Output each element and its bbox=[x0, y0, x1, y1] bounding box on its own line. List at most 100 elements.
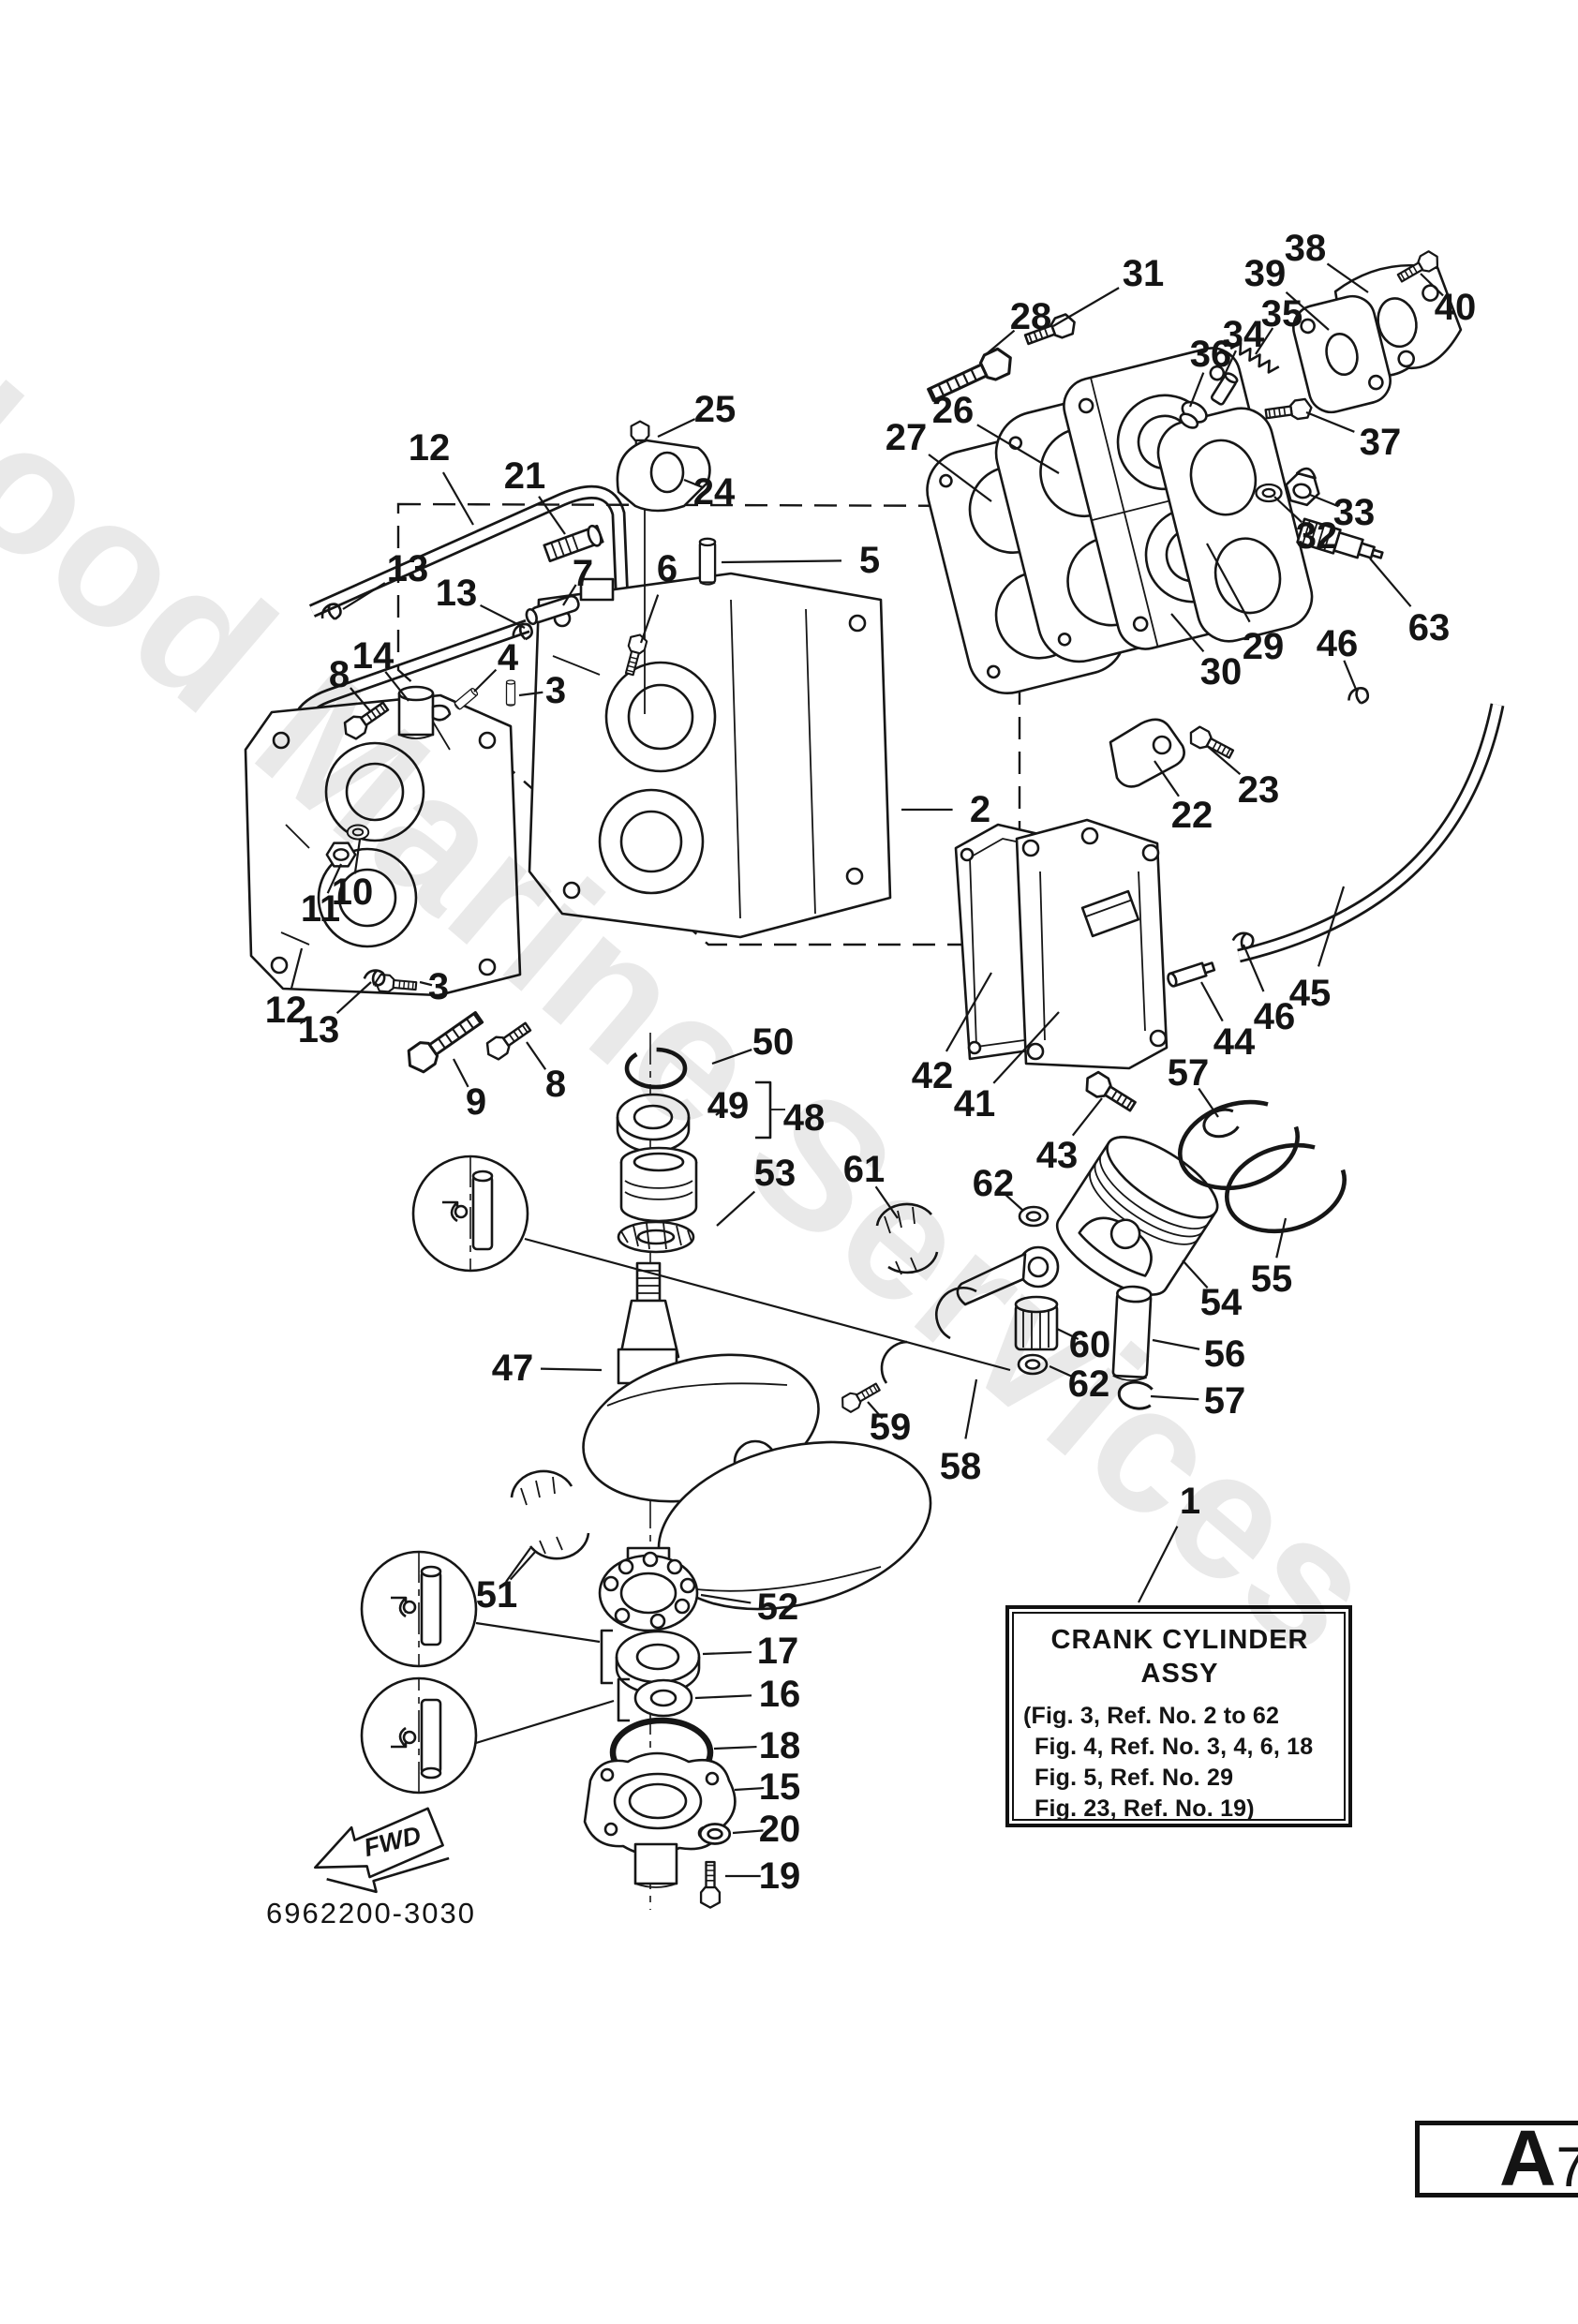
detail-circle-clip-mid bbox=[360, 1549, 478, 1669]
leader-26 bbox=[976, 424, 1060, 474]
leader-61 bbox=[874, 1185, 899, 1219]
callout-62: 62 bbox=[1068, 1363, 1110, 1405]
part-washer-16 bbox=[633, 1678, 693, 1718]
callout-47: 47 bbox=[492, 1348, 534, 1389]
leader-44 bbox=[1200, 981, 1224, 1022]
piston-ring-55b bbox=[1224, 1142, 1347, 1234]
fwd-arrow: FWD bbox=[313, 1807, 450, 1894]
breather-hose-top bbox=[308, 484, 630, 618]
leader-56 bbox=[1152, 1338, 1200, 1350]
leader-45 bbox=[1317, 886, 1346, 967]
leader-16 bbox=[694, 1694, 752, 1700]
leader-54 bbox=[1182, 1259, 1209, 1289]
leader-17 bbox=[702, 1650, 752, 1656]
callout-20: 20 bbox=[759, 1809, 801, 1850]
leader-12 bbox=[441, 471, 474, 526]
leader-15 bbox=[734, 1786, 765, 1792]
callout-39: 39 bbox=[1244, 253, 1287, 294]
leader-58 bbox=[964, 1378, 978, 1439]
nut-11 bbox=[325, 842, 357, 868]
callout-25: 25 bbox=[694, 389, 737, 430]
leader-11 bbox=[326, 863, 342, 894]
leader-28 bbox=[983, 329, 1016, 357]
leader-21 bbox=[538, 496, 566, 535]
callout-33: 33 bbox=[1333, 492, 1376, 533]
page-code-digit: 7 bbox=[1556, 2139, 1578, 2194]
bolt-19 bbox=[699, 1860, 722, 1909]
callout-55: 55 bbox=[1251, 1259, 1293, 1300]
callout-18: 18 bbox=[759, 1725, 801, 1766]
callout-10: 10 bbox=[332, 872, 374, 913]
callout-57: 57 bbox=[1204, 1380, 1246, 1422]
callout-24: 24 bbox=[693, 471, 736, 513]
drawing-number: 6962200-3030 bbox=[266, 1897, 476, 1929]
callout-58: 58 bbox=[940, 1446, 982, 1487]
leader-46 bbox=[1242, 944, 1265, 992]
leader-5 bbox=[721, 559, 842, 564]
leader-59 bbox=[867, 1401, 884, 1420]
leader-57 bbox=[1198, 1087, 1219, 1118]
detail-link-1 bbox=[524, 1237, 1011, 1372]
info-box: CRANK CYLINDER ASSY (Fig. 3, Ref. No. 2 … bbox=[1005, 1605, 1352, 1827]
leader-52 bbox=[700, 1593, 752, 1604]
callout-12: 12 bbox=[265, 990, 307, 1031]
callout-4: 4 bbox=[498, 637, 519, 678]
bracket-48 bbox=[755, 1080, 772, 1140]
part-gasket-39 bbox=[1292, 294, 1392, 414]
part-needle-cage-60 bbox=[1014, 1295, 1059, 1351]
part-tube-7 bbox=[525, 594, 580, 626]
leader-23 bbox=[1205, 744, 1242, 776]
callout-5: 5 bbox=[859, 540, 880, 581]
callout-32: 32 bbox=[1296, 515, 1338, 557]
leader-38 bbox=[1326, 262, 1369, 293]
leader-41 bbox=[992, 1011, 1060, 1084]
callout-16: 16 bbox=[759, 1674, 801, 1715]
callout-30: 30 bbox=[1200, 651, 1243, 693]
leader-24 bbox=[683, 478, 705, 489]
part-cover-gasket-30 bbox=[1156, 407, 1314, 643]
part-piston-54 bbox=[1055, 1136, 1219, 1296]
piston-ring-55a bbox=[1177, 1099, 1301, 1191]
callout-40: 40 bbox=[1435, 287, 1477, 328]
detail-link-2 bbox=[475, 1621, 601, 1644]
leader-4 bbox=[473, 668, 498, 693]
callout-13: 13 bbox=[436, 573, 478, 614]
callout-17: 17 bbox=[757, 1631, 799, 1672]
bolt-8-lower bbox=[482, 1017, 535, 1064]
hose-clip-46a bbox=[1346, 685, 1371, 707]
part-cylinder-block bbox=[528, 461, 892, 939]
callout-54: 54 bbox=[1200, 1282, 1243, 1323]
circlip-57-upper bbox=[1199, 1105, 1242, 1142]
leader-13 bbox=[335, 981, 372, 1014]
info-ref-line-1: Fig. 4, Ref. No. 3, 4, 6, 18 bbox=[1035, 1733, 1314, 1760]
leader-29 bbox=[1206, 543, 1251, 623]
bracket-17 bbox=[600, 1629, 613, 1685]
callout-46: 46 bbox=[1317, 623, 1359, 664]
callout-1: 1 bbox=[1180, 1481, 1200, 1522]
leader-14 bbox=[384, 671, 409, 702]
leader-49 bbox=[715, 1108, 725, 1116]
part-piston-pin-56 bbox=[1111, 1285, 1153, 1381]
callout-41: 41 bbox=[954, 1083, 996, 1125]
assembly-dashed-outline bbox=[396, 502, 1021, 946]
leader-30 bbox=[1170, 613, 1205, 653]
leader-37 bbox=[1305, 410, 1355, 433]
part-grommet-14 bbox=[397, 685, 452, 739]
callout-8: 8 bbox=[545, 1064, 566, 1105]
leader-33 bbox=[1309, 493, 1339, 508]
leader-42 bbox=[945, 972, 992, 1052]
leader-27 bbox=[928, 454, 992, 502]
callout-56: 56 bbox=[1204, 1333, 1246, 1375]
leader-40 bbox=[1420, 273, 1444, 297]
leader-62 bbox=[1049, 1364, 1076, 1379]
leader-39 bbox=[1285, 291, 1330, 331]
callout-46: 46 bbox=[1254, 996, 1296, 1037]
leader-12 bbox=[290, 947, 304, 990]
leader-63 bbox=[1369, 558, 1412, 607]
callout-9: 9 bbox=[466, 1081, 486, 1123]
callout-45: 45 bbox=[1289, 973, 1332, 1014]
callout-52: 52 bbox=[757, 1587, 799, 1628]
part-oil-seal-17 bbox=[615, 1630, 701, 1695]
